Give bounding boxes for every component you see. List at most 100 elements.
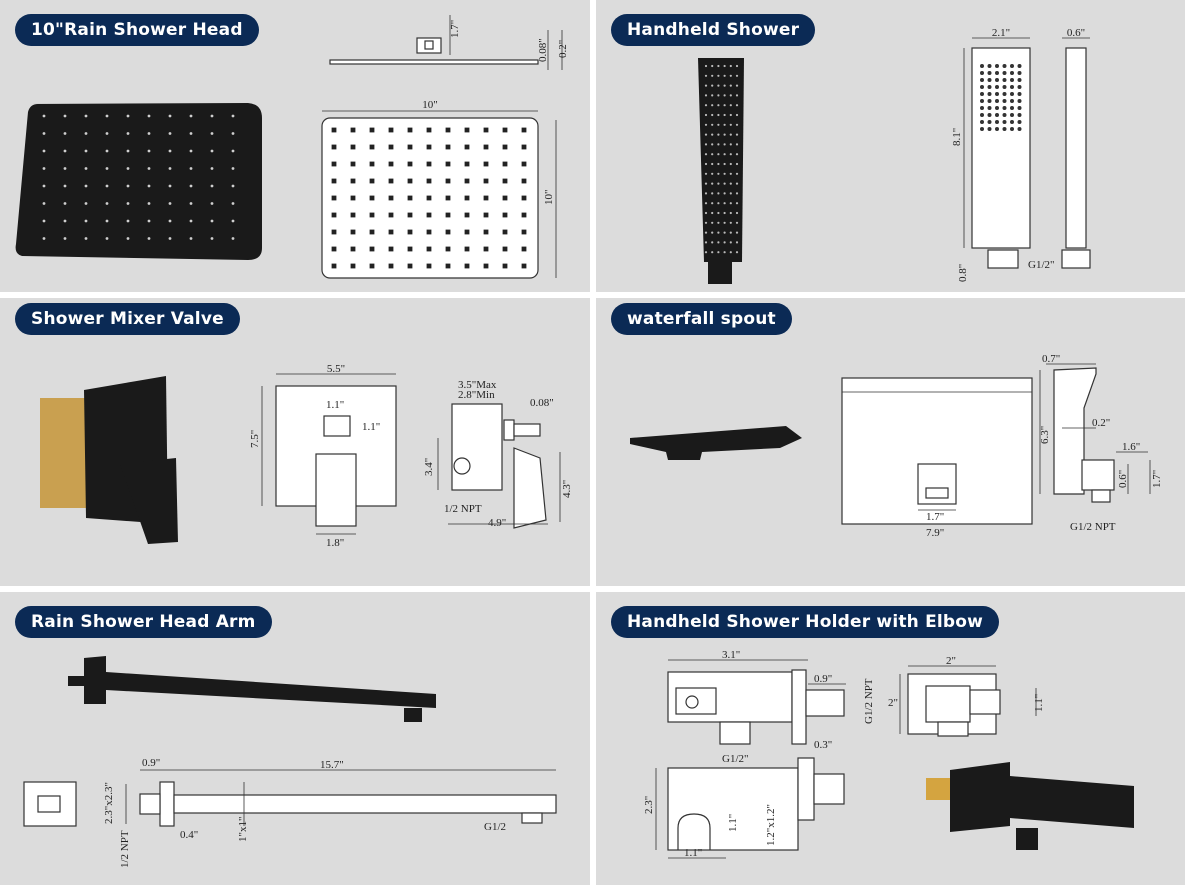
nozzle-dot (704, 123, 708, 126)
handheld-side-view (1061, 37, 1091, 269)
nozzle-dot (980, 113, 984, 117)
panel-waterfall-spout: 1.7" 7.9" 0.7" 6.3" 0.2" 1.6" 0.6" 1.7" … (596, 298, 1185, 586)
nozzle-dot (1010, 85, 1014, 89)
nozzle-dot (1002, 71, 1007, 75)
nozzle-dot (105, 114, 109, 118)
nozzle-dot (704, 251, 708, 254)
nozzle-dot (717, 143, 720, 146)
nozzle-dot (704, 221, 708, 224)
nozzle-dot (704, 241, 708, 244)
nozzle-dot (231, 237, 235, 240)
nozzle-dot (331, 178, 337, 184)
nozzle-dot (84, 237, 88, 240)
dim-h2: 2" (888, 697, 898, 709)
nozzle-dot (704, 113, 708, 117)
nozzle-dot (388, 178, 394, 184)
nozzle-dot (350, 212, 356, 218)
dim-o2: 1.7" (1151, 470, 1163, 488)
dim-npt: G1/2 NPT (1070, 521, 1116, 533)
nozzle-dot (483, 127, 489, 133)
nozzle-dot (189, 202, 193, 205)
dim-gap: 0.08" (530, 397, 554, 409)
nozzle-dot (987, 127, 992, 131)
dim-body-h: 3.4" (423, 458, 435, 476)
mixer-front-view (261, 373, 397, 535)
dim-thick1: 0.08" (537, 38, 549, 62)
nozzle-dot (729, 241, 732, 244)
nozzle-dot (502, 127, 508, 133)
nozzle-dot (995, 127, 999, 131)
nozzle-dot (63, 132, 67, 135)
nozzle-dot (42, 114, 46, 118)
nozzle-dot (1017, 113, 1022, 117)
nozzle-dot (331, 161, 337, 167)
nozzle-dot (331, 144, 337, 150)
nozzle-dot (369, 263, 375, 269)
nozzle-dot (987, 106, 992, 110)
nozzle-dot (995, 85, 999, 89)
title-handheld-holder: Handheld Shower Holder with Elbow (611, 606, 1000, 638)
nozzle-dot (502, 161, 508, 167)
nozzle-dot (147, 114, 151, 118)
nozzle-dot (735, 94, 739, 97)
nozzle-dot (407, 178, 413, 184)
nozzle-dot (1002, 78, 1007, 82)
dim-height: 1.7" (449, 20, 461, 38)
nozzle-dot (84, 114, 88, 118)
nozzle-dot (63, 237, 67, 240)
nozzle-dot (711, 133, 714, 136)
nozzle-dot (483, 144, 489, 150)
nozzle-dot (331, 229, 337, 235)
nozzle-dot (168, 184, 172, 188)
nozzle-dot (704, 94, 708, 97)
nozzle-dot (445, 263, 451, 269)
nozzle-dot (84, 184, 88, 188)
nozzle-dot (369, 127, 375, 133)
holder-photo (926, 762, 1134, 850)
nozzle-dot (980, 78, 984, 82)
nozzle-dot (735, 251, 739, 254)
nozzle-dot (210, 149, 214, 153)
dim-thread: G1/2 (484, 821, 506, 833)
nozzle-dot (1017, 127, 1022, 131)
panel-handheld-shower: 2.1" 8.1" 0.8" G1/2" 0.6" Handheld Showe… (596, 0, 1185, 292)
dim-top: 0.7" (1042, 353, 1060, 365)
arm-end-view (23, 781, 77, 827)
nozzle-dot (723, 123, 726, 126)
nozzle-dot (350, 178, 356, 184)
nozzle-dot (147, 202, 151, 205)
nozzle-dot (711, 202, 714, 205)
dim-square: 2.3"x2.3" (103, 782, 115, 824)
nozzle-dot (105, 132, 109, 135)
nozzle-dot (126, 114, 130, 118)
nozzle-dot (331, 212, 337, 218)
nozzle-dot (980, 71, 984, 75)
dim-h11: 1.1" (1033, 694, 1045, 712)
nozzle-dot (388, 144, 394, 150)
nozzle-dot (729, 113, 732, 117)
nozzle-dot (704, 74, 708, 77)
nozzle-dot (717, 211, 720, 215)
nozzle-dot (723, 143, 726, 146)
nozzle-dot (331, 246, 337, 252)
nozzle-dot (445, 161, 451, 167)
nozzle-dot (126, 237, 130, 240)
nozzle-dot (729, 143, 732, 146)
dim-length: 3.1" (722, 649, 740, 661)
nozzle-dot (426, 229, 432, 235)
nozzle-dot (407, 144, 413, 150)
nozzle-dot (1002, 99, 1007, 103)
nozzle-dot (711, 162, 714, 166)
nozzle-dot (711, 143, 714, 146)
nozzle-dot (1017, 106, 1022, 110)
nozzle-dot (717, 123, 720, 126)
rain-head-drawing: 1.7" 0.08" 0.2" 10" 10" (15, 15, 569, 279)
nozzle-dot (84, 202, 88, 205)
nozzle-dot (42, 184, 46, 188)
nozzle-dot (483, 161, 489, 167)
mixer-photo (40, 376, 178, 544)
nozzle-dot (729, 133, 732, 136)
dim-npt: 1/2 NPT (444, 503, 482, 515)
nozzle-dot (189, 149, 193, 153)
nozzle-dot (445, 229, 451, 235)
